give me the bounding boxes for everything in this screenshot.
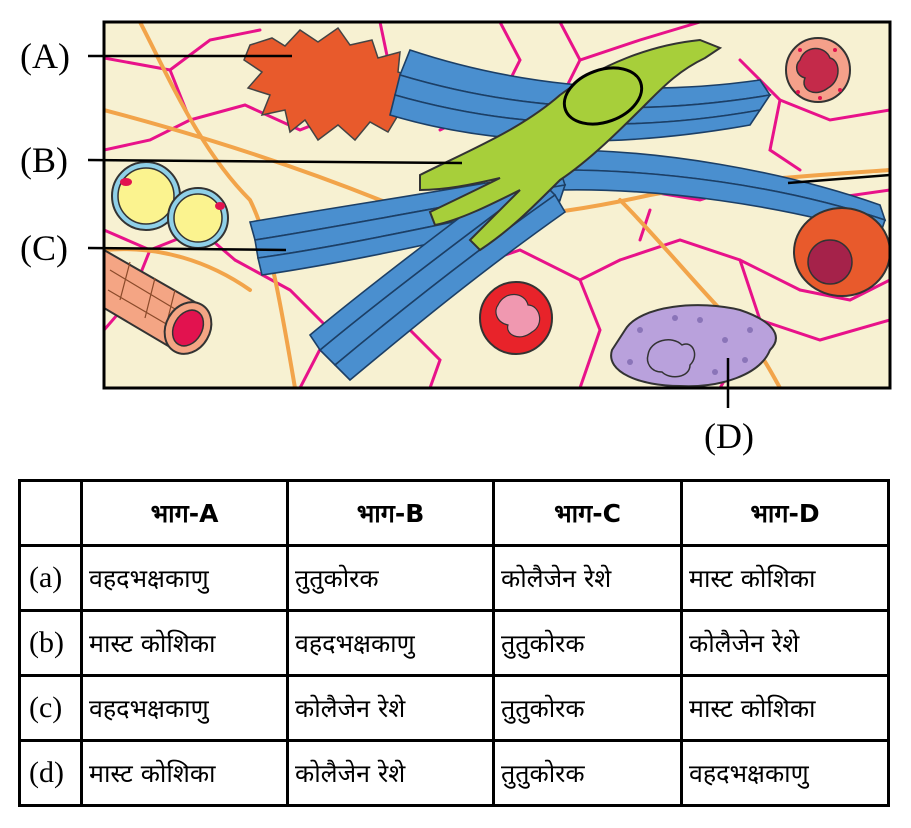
table-cell: कोलैजेन रेशे — [286, 739, 495, 807]
label-c: (C) — [20, 228, 68, 268]
option-label: (d) — [18, 739, 83, 807]
label-d: (D) — [704, 416, 754, 456]
table-cell: कोलैजेन रेशे — [680, 609, 890, 677]
white-blood-cell-top — [785, 37, 851, 103]
table-cell: कोलैजेन रेशे — [286, 674, 495, 742]
option-label: (a) — [18, 544, 83, 612]
header-empty — [18, 479, 83, 547]
connective-tissue-diagram: (A) (B) (C) (D) — [20, 20, 892, 456]
fat-cells — [111, 161, 229, 249]
option-label: (c) — [18, 674, 83, 742]
table-row[interactable]: (d) मास्ट कोशिका कोलैजेन रेशे तुतुकोरक व… — [18, 739, 890, 807]
table-cell: मास्ट कोशिका — [680, 674, 890, 742]
table-header-row: भाग-A भाग-B भाग-C भाग-D — [18, 479, 890, 547]
fibroblast-nucleus — [562, 66, 644, 126]
header-part-c: भाग-C — [492, 479, 683, 547]
header-part-b: भाग-B — [286, 479, 495, 547]
label-a: (A) — [20, 36, 70, 76]
mast-cell — [610, 304, 777, 388]
table-row[interactable]: (a) वहदभक्षकाणु तुतुकोरक कोलैजेन रेशे मा… — [18, 544, 890, 612]
answer-options-table: भाग-A भाग-B भाग-C भाग-D (a) वहदभक्षकाणु … — [18, 479, 890, 807]
plasma-cell — [793, 207, 890, 297]
diagram-frame — [102, 20, 892, 390]
header-part-a: भाग-A — [80, 479, 289, 547]
table-cell: मास्ट कोशिका — [80, 739, 289, 807]
table-cell: तुतुकोरक — [286, 544, 495, 612]
table-row[interactable]: (b) मास्ट कोशिका वहदभक्षकाणु तुतुकोरक को… — [18, 609, 890, 677]
table-cell: वहदभक्षकाणु — [680, 739, 890, 807]
table-cell: वहदभक्षकाणु — [286, 609, 495, 677]
blood-vessel — [104, 248, 213, 355]
table-cell: मास्ट कोशिका — [80, 609, 289, 677]
table-row[interactable]: (c) वहदभक्षकाणु कोलैजेन रेशे तुतुकोरक मा… — [18, 674, 890, 742]
leader-lines — [87, 54, 891, 408]
option-label: (b) — [18, 609, 83, 677]
table-cell: वहदभक्षकाणु — [80, 544, 289, 612]
table-cell: कोलैजेन रेशे — [492, 544, 683, 612]
white-blood-cell-bottom — [479, 281, 553, 355]
table-cell: तुतुकोरक — [492, 674, 683, 742]
table-cell: तुतुकोरक — [492, 609, 683, 677]
label-b: (B) — [20, 140, 68, 180]
table-cell: तुतुकोरक — [492, 739, 683, 807]
table-cell: मास्ट कोशिका — [680, 544, 890, 612]
table-cell: वहदभक्षकाणु — [80, 674, 289, 742]
header-part-d: भाग-D — [680, 479, 890, 547]
